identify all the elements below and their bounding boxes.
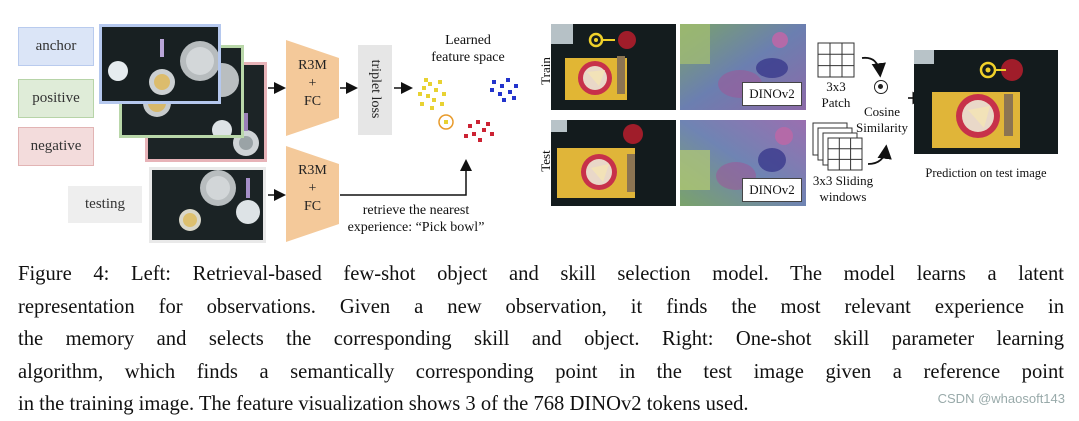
feature-point xyxy=(492,80,496,84)
feature-point xyxy=(438,80,442,84)
feature-point xyxy=(472,132,476,136)
encoder-top-label: R3M + FC xyxy=(298,58,327,109)
anchor-label: anchor xyxy=(18,27,94,66)
train-image xyxy=(551,24,676,110)
feature-space-title: Learned feature space xyxy=(431,33,505,65)
feature-point xyxy=(440,102,444,106)
feature-point xyxy=(490,88,494,92)
feature-point xyxy=(490,132,494,136)
patch-grid-icon xyxy=(817,42,855,78)
watermark: CSDN @whaosoft143 xyxy=(937,391,1065,406)
feature-point xyxy=(468,124,472,128)
feature-point xyxy=(502,98,506,102)
prediction-image xyxy=(914,50,1058,154)
train-dinov2-tag: DINOv2 xyxy=(742,82,802,106)
patch-label: 3x3 Patch xyxy=(821,79,851,110)
feature-point xyxy=(418,92,422,96)
caption-line: in the training image. The feature visua… xyxy=(18,393,749,415)
prediction-label: Prediction on test image xyxy=(925,166,1047,180)
negative-label: negative xyxy=(18,127,94,166)
feature-point xyxy=(512,96,516,100)
feature-point xyxy=(420,102,424,106)
feature-point xyxy=(476,120,480,124)
caption-line: the memory and selects the corresponding… xyxy=(18,328,1064,350)
encoder-bottom-shape xyxy=(286,146,339,242)
test-image xyxy=(551,120,676,206)
feature-point xyxy=(464,134,468,138)
positive-label: positive xyxy=(18,79,94,118)
feature-point xyxy=(478,138,482,142)
testing-observation-image xyxy=(149,167,266,243)
feature-point xyxy=(482,128,486,132)
feature-point xyxy=(430,106,434,110)
feature-point xyxy=(498,92,502,96)
feature-point xyxy=(514,84,518,88)
caption-line: algorithm, which finds a semantically co… xyxy=(18,360,1064,383)
query-point xyxy=(444,120,448,124)
feature-space-scatter xyxy=(418,78,518,142)
feature-point xyxy=(432,98,436,102)
caption-line: Figure 4: Left: Retrieval-based few-shot… xyxy=(18,263,1064,285)
feature-point xyxy=(508,90,512,94)
feature-point xyxy=(442,92,446,96)
encoder-bottom-label: R3M + FC xyxy=(298,163,327,214)
retrieve-text: retrieve the nearest experience: “Pick b… xyxy=(347,203,485,235)
feature-point xyxy=(434,88,438,92)
feature-point xyxy=(422,86,426,90)
anchor-observation-image xyxy=(99,24,221,104)
cosine-similarity-operator xyxy=(874,80,888,94)
testing-label: testing xyxy=(68,186,142,223)
feature-point xyxy=(506,78,510,82)
feature-point xyxy=(426,94,430,98)
encoder-top-shape xyxy=(286,40,339,136)
test-dinov2-feature-map: DINOv2 xyxy=(680,120,806,206)
sliding-windows-label: 3x3 Sliding windows xyxy=(812,173,874,204)
train-dinov2-feature-map: DINOv2 xyxy=(680,24,806,110)
feature-point xyxy=(424,78,428,82)
feature-point xyxy=(428,82,432,86)
query-highlight-circle xyxy=(438,114,454,130)
cosine-similarity-label: Cosine Similarity xyxy=(856,104,908,135)
test-dinov2-tag: DINOv2 xyxy=(742,178,802,202)
left-arrows xyxy=(268,82,472,201)
feature-point xyxy=(486,122,490,126)
caption-line: representation for observations. Given a… xyxy=(18,295,1064,318)
triplet-loss-box xyxy=(358,45,392,135)
feature-point xyxy=(500,84,504,88)
sliding-windows-icon xyxy=(812,122,863,171)
figure-caption: Figure 4: Left: Retrieval-based few-shot… xyxy=(18,258,1064,421)
